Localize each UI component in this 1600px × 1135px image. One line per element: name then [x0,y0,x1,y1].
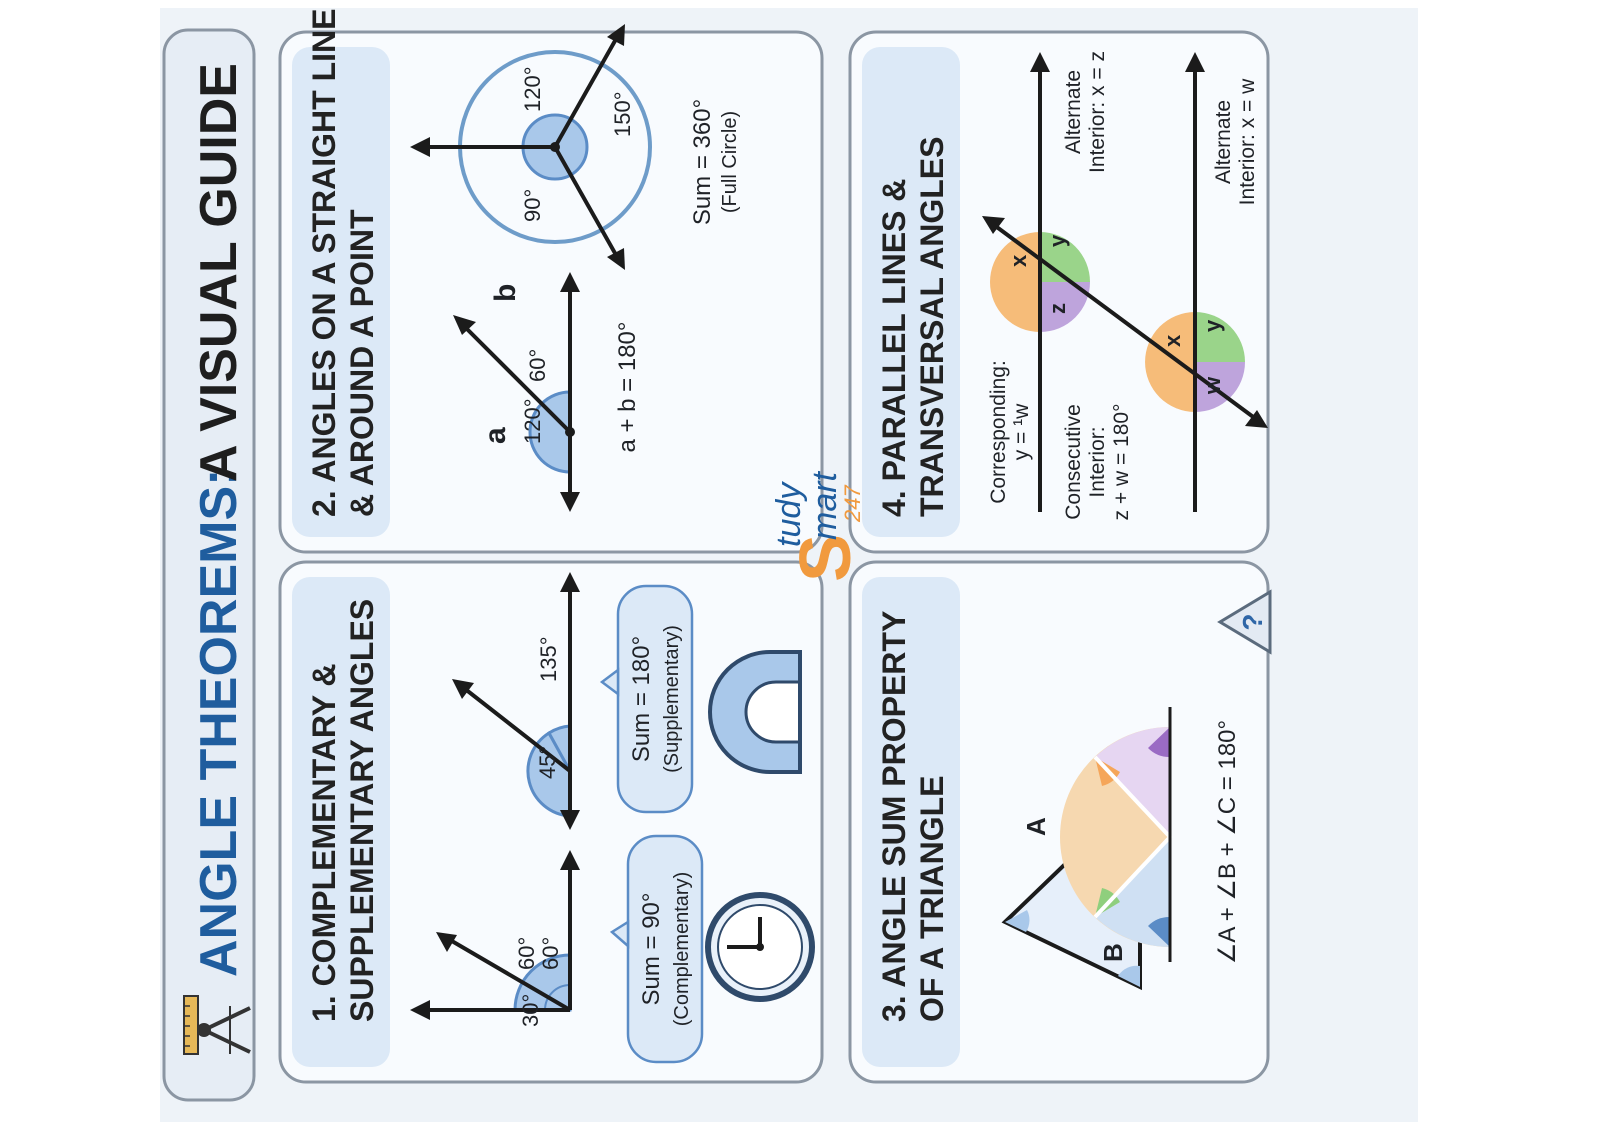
logo-mart: mart [806,470,844,540]
complementary-sum: Sum = 90° [638,893,665,1006]
studysmart-logo: S tudy mart 247 [770,470,866,582]
parallel-lines-diagram: x y z x w y [982,52,1268,512]
straight-line-diagram: a b 120° 60° a + b = 180° [453,272,641,512]
logo-s: S [786,534,866,582]
straight-label-a: a [479,427,512,444]
supplementary-angle-diagram: 45° 135° [452,572,580,830]
clock-icon [705,892,815,1002]
complementary-angle-diagram: 30° 60° 60° [410,850,580,1027]
panel-triangle-sum: 3. ANGLE SUM PROPERTY OF A TRIANGLE A B … [848,560,1272,1084]
complementary-angle-60b: 60° [538,937,563,970]
complementary-angle-30: 30° [518,994,543,1027]
label-y-bottom: y [1200,319,1225,332]
title-main: ANGLE THEOREMS: [190,469,248,977]
protractor-icon [708,650,802,774]
title-sub: A VISUAL GUIDE [190,63,248,482]
complementary-note: (Complementary) [671,872,693,1026]
supplementary-sum-bubble: Sum = 180° (Supplementary) [599,584,694,814]
panel-straight-line-point: 2. ANGLES ON A STRAIGHT LINE & AROUND A … [278,9,824,554]
panel-3-heading-line-2: OF A TRIANGLE [914,776,950,1023]
corresponding-line-2: y = ¹w [1010,403,1033,460]
corresponding-line-1: Corresponding: [987,360,1010,504]
consecutive-line-3: z + w = 180° [1110,404,1133,521]
complementary-angle-60a: 60° [514,937,539,970]
supplementary-angle-135: 135° [536,636,561,682]
panel-1-heading-line-2: SUPPLEMENTARY ANGLES [344,599,380,1022]
label-y-top: y [1045,234,1070,247]
label-x-bottom: x [1160,334,1185,347]
label-z: z [1045,303,1070,314]
label-w: w [1200,376,1225,395]
panel-4-heading-line-1: 4. PARALLEL LINES & [876,179,912,517]
straight-formula: a + b = 180° [614,321,641,452]
logo-tudy: tudy [770,481,808,547]
panel-2-heading-line-2: & AROUND A POINT [344,209,380,517]
point-angle-90: 90° [520,189,545,222]
panel-complementary-supplementary: 1. COMPLEMENTARY & SUPPLEMENTARY ANGLES … [278,560,824,1084]
alternate-2-line-2: Interior: x = w [1236,78,1259,205]
question-badge: ? [1237,613,1268,630]
supplementary-sum: Sum = 180° [628,636,655,762]
consecutive-line-2: Interior: [1086,426,1109,497]
torn-angles-semicircle [1060,707,1173,962]
title-bar: ANGLE THEOREMS: A VISUAL GUIDE [162,28,256,1102]
point-sum: Sum = 360° [689,99,716,225]
point-note: (Full Circle) [719,111,741,213]
point-angle-120: 120° [520,66,545,112]
triangle-formula: ∠A + ∠B + ∠C = 180° [1214,720,1241,964]
point-angle-150: 150° [610,91,635,137]
panel-parallel-lines: 4. PARALLEL LINES & TRANSVERSAL ANGLES x… [848,30,1270,554]
logo-247: 247 [840,485,865,523]
vertex-a: A [1021,817,1051,836]
straight-angle-60: 60° [525,349,550,382]
consecutive-line-1: Consecutive [1062,404,1085,520]
panel-2-heading-line-1: 2. ANGLES ON A STRAIGHT LINE [306,9,342,517]
panel-3-heading-line-1: 3. ANGLE SUM PROPERTY [876,611,912,1022]
alternate-1-line-1: Alternate [1062,70,1085,154]
panel-1-heading-line-1: 1. COMPLEMENTARY & [306,663,342,1022]
label-x-top: x [1006,254,1031,267]
supplementary-angle-45: 45° [535,746,560,779]
straight-label-b: b [489,284,522,302]
supplementary-note: (Supplementary) [661,625,683,773]
vertex-b: B [1098,943,1128,962]
alternate-2-line-1: Alternate [1212,100,1235,184]
around-point-diagram: 150° 120° 90° Sum = 360° (Full Circle) [410,24,741,270]
question-badge-icon: ? [1217,589,1272,655]
alternate-1-line-2: Interior: x = z [1086,51,1109,173]
panel-4-heading-line-2: TRANSVERSAL ANGLES [914,137,950,517]
straight-angle-120: 120° [520,398,545,444]
complementary-sum-bubble: Sum = 90° (Complementary) [609,834,704,1064]
ruler-compass-icon [183,995,251,1055]
